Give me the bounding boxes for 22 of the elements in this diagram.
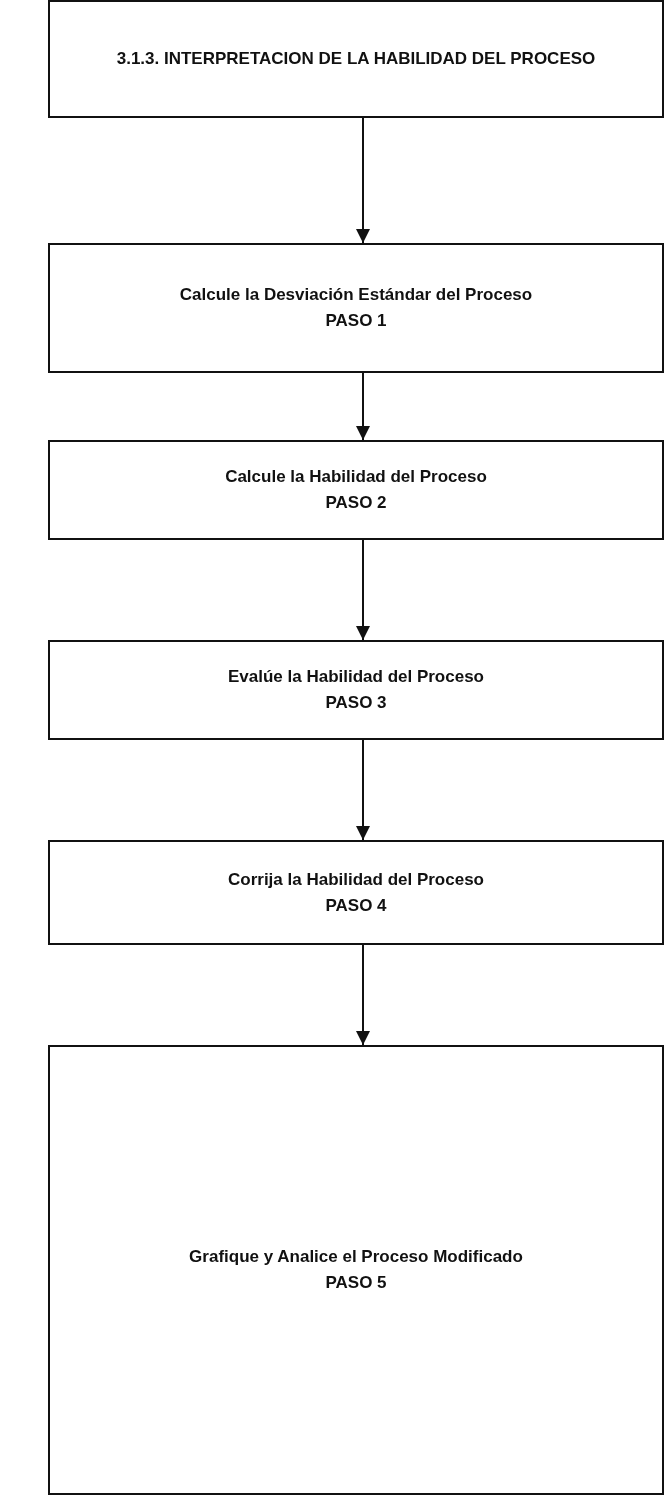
step-text: 3.1.3. INTERPRETACION DE LA HABILIDAD DEL PROCESO xyxy=(115,48,597,70)
process-box xyxy=(48,440,664,540)
process-box xyxy=(48,1045,664,1495)
step-number: PASO 1 xyxy=(324,310,388,332)
step-text: Corrija la Habilidad del Proceso xyxy=(227,868,485,891)
step-number: PASO 3 xyxy=(324,692,388,714)
arrow xyxy=(356,372,370,441)
process-box xyxy=(48,0,664,118)
arrow xyxy=(356,117,370,244)
step-number: PASO 2 xyxy=(324,492,388,514)
process-box xyxy=(48,243,664,373)
step-number: PASO 5 xyxy=(324,1272,388,1294)
step-text: Calcule la Habilidad del Proceso xyxy=(224,466,488,488)
arrow xyxy=(356,739,370,841)
step-text: Grafique y Analice el Proceso Modificado xyxy=(188,1246,524,1268)
arrow xyxy=(356,539,370,641)
process-box xyxy=(48,840,664,945)
step-number: PASO 4 xyxy=(324,894,388,917)
step-text: Calcule la Desviación Estándar del Proceso xyxy=(178,284,534,306)
step-text: Evalúe la Habilidad del Proceso xyxy=(226,666,485,688)
process-box xyxy=(48,640,664,740)
arrow xyxy=(356,944,370,1046)
